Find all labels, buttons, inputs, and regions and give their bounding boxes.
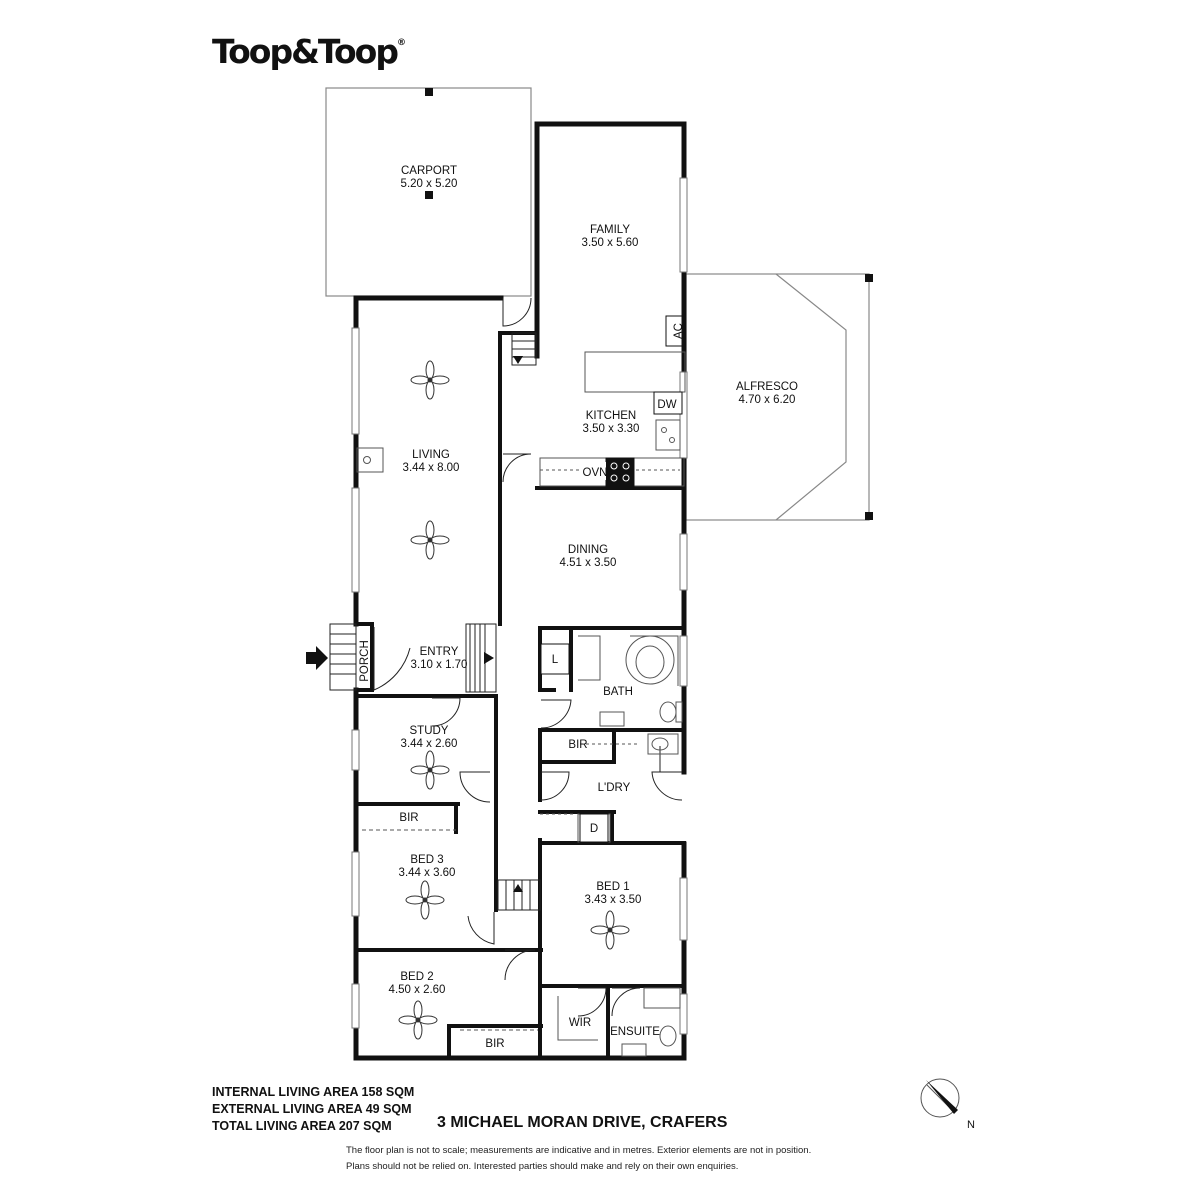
bathtub — [625, 635, 675, 685]
room-carport-dims: 5.20 x 5.20 — [401, 178, 458, 190]
posts — [425, 88, 873, 520]
room-bed1-name: BED 1 — [596, 881, 629, 893]
room-labels: CARPORT 5.20 x 5.20 FAMILY 3.50 x 5.60 A… — [359, 165, 798, 1050]
room-kitchen-name: KITCHEN — [586, 410, 636, 422]
room-wir-name: WIR — [569, 1017, 591, 1029]
room-alfresco-name: ALFRESCO — [736, 381, 798, 393]
ceiling-fans — [398, 360, 630, 1040]
living-area-summary: INTERNAL LIVING AREA 158 SQM EXTERNAL LI… — [212, 1084, 414, 1135]
disclaimer-line-1: The floor plan is not to scale; measurem… — [346, 1145, 812, 1156]
property-address: 3 MICHAEL MORAN DRIVE, CRAFERS — [437, 1114, 728, 1131]
room-bath-name: BATH — [603, 686, 633, 698]
toilet — [659, 701, 677, 723]
compass-north-icon: N — [920, 1078, 975, 1131]
room-dining-name: DINING — [568, 544, 608, 556]
disclaimer-line-2: Plans should not be relied on. Intereste… — [346, 1161, 739, 1172]
oven-label: OVN — [583, 467, 608, 479]
ac-label: AC — [673, 323, 685, 339]
brand-registered-mark: ® — [396, 38, 406, 48]
room-bed3-dims: 3.44 x 3.60 — [399, 867, 456, 879]
outdoor-structures — [325, 87, 870, 521]
fan-icon — [410, 360, 450, 400]
room-living-dims: 3.44 x 8.00 — [403, 462, 460, 474]
room-bed1-dims: 3.43 x 3.50 — [585, 894, 642, 906]
room-carport-name: CARPORT — [401, 165, 457, 177]
room-bed2-name: BED 2 — [400, 971, 433, 983]
room-bed2-dims: 4.50 x 2.60 — [389, 984, 446, 996]
oven — [605, 457, 635, 487]
brand-logo: Toop&Toop® — [212, 32, 406, 71]
room-entry-dims: 3.10 x 1.70 — [411, 659, 468, 671]
laundry-tub — [647, 733, 679, 755]
compass-label: N — [967, 1119, 975, 1131]
dryer-label: D — [590, 823, 598, 835]
fan-icon — [410, 520, 450, 560]
doors — [329, 297, 683, 1017]
room-living-name: LIVING — [412, 449, 450, 461]
vanity — [599, 711, 625, 727]
fan-icon — [398, 1000, 438, 1040]
arrow-up-icon — [513, 884, 523, 892]
disclaimer: The floor plan is not to scale; measurem… — [346, 1143, 866, 1175]
room-alfresco-dims: 4.70 x 6.20 — [739, 394, 796, 406]
room-dining-dims: 4.51 x 3.50 — [560, 557, 617, 569]
room-study-dims: 3.44 x 2.60 — [401, 738, 458, 750]
fan-icon — [590, 910, 630, 950]
room-porch-name: PORCH — [359, 640, 371, 682]
alfresco-roof-outline — [775, 273, 847, 521]
fan-icon — [410, 750, 450, 790]
room-ensuite-name: ENSUITE — [610, 1026, 660, 1038]
total-area: TOTAL LIVING AREA 207 SQM — [212, 1119, 392, 1133]
entrance-arrow-icon — [306, 646, 328, 670]
room-bir-bed2-name: BIR — [485, 1038, 504, 1050]
kitchen-sink — [655, 419, 681, 451]
external-area: EXTERNAL LIVING AREA 49 SQM — [212, 1102, 412, 1116]
arrow-right-icon — [484, 652, 494, 664]
room-study-name: STUDY — [410, 725, 449, 737]
ensuite-toilet — [659, 1025, 677, 1047]
windows — [351, 177, 688, 1035]
room-entry-name: ENTRY — [420, 646, 459, 658]
kitchen-island — [584, 351, 686, 393]
fixtures — [356, 351, 686, 1057]
fireplace — [356, 447, 384, 473]
room-family-dims: 3.50 x 5.60 — [582, 237, 639, 249]
room-family-name: FAMILY — [590, 224, 630, 236]
fixture-boxes — [540, 315, 683, 843]
walls — [353, 121, 687, 1061]
room-laundry-name: L'DRY — [598, 782, 631, 794]
room-bed3-name: BED 3 — [410, 854, 443, 866]
linen-label: L — [552, 654, 559, 666]
arrow-down-icon — [513, 356, 523, 364]
fan-icon — [405, 880, 445, 920]
room-kitchen-dims: 3.50 x 3.30 — [583, 423, 640, 435]
dw-label: DW — [657, 399, 676, 411]
brand-name: Toop&Toop — [212, 32, 399, 71]
internal-area: INTERNAL LIVING AREA 158 SQM — [212, 1085, 415, 1099]
room-bir-bed3-name: BIR — [399, 812, 418, 824]
stair-arrows — [306, 356, 523, 892]
room-bir-main-name: BIR — [568, 739, 587, 751]
